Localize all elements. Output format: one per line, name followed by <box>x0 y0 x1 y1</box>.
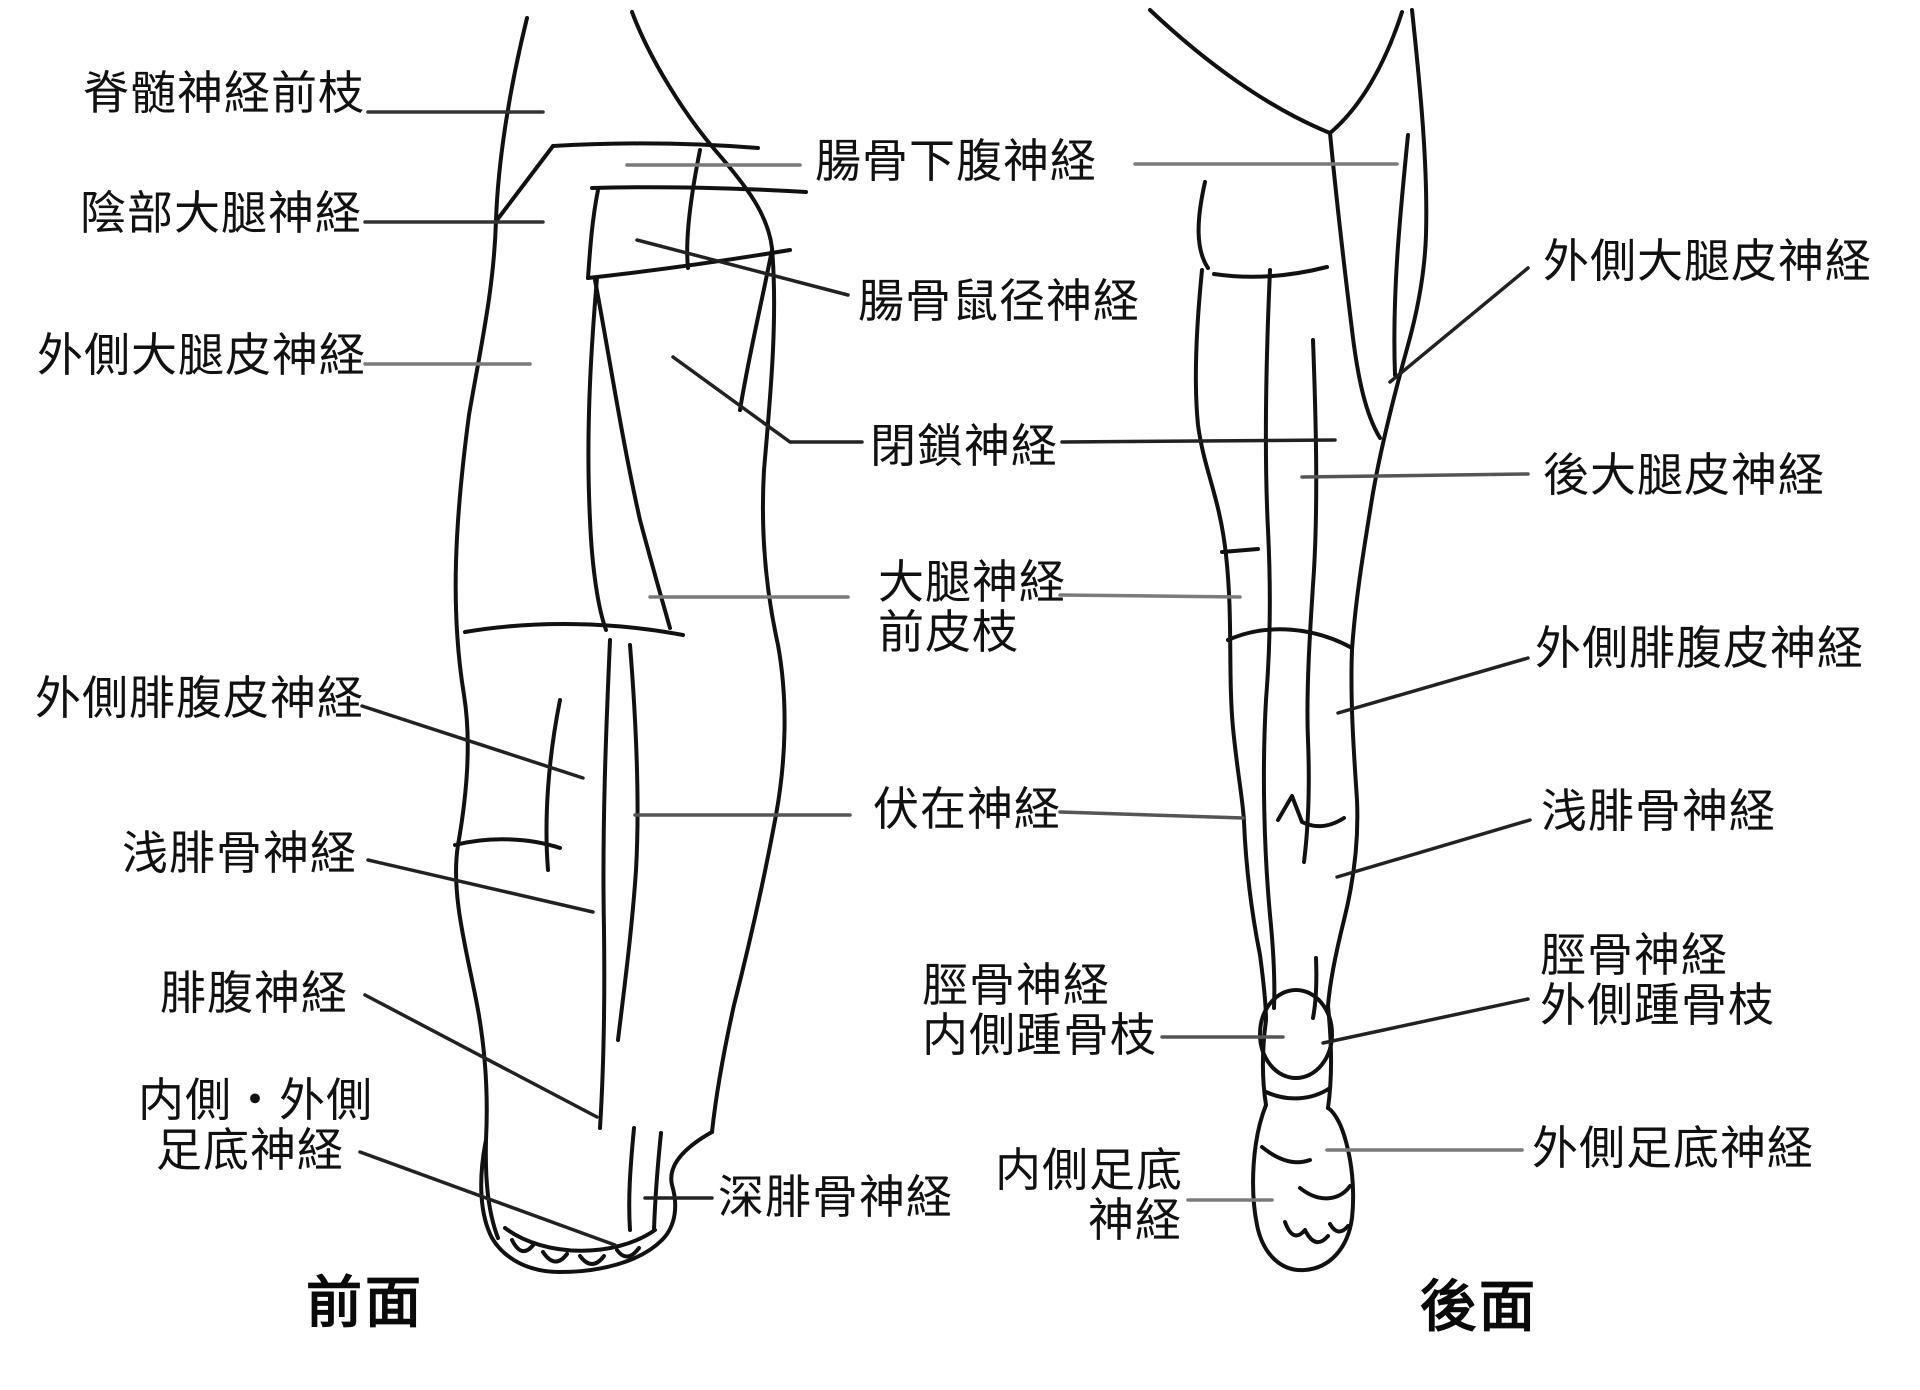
label-iliohypogastric-nerve: 腸骨下腹神経 <box>815 135 1097 187</box>
leader-post-femoral <box>1300 472 1530 479</box>
leader-saphenous-right <box>1058 810 1245 820</box>
caption-back-view: 後面 <box>1420 1275 1538 1338</box>
leader-lat-sural-front <box>360 704 585 780</box>
label-medial-plantar-nerve: 内側足底 神経 <box>995 1144 1183 1246</box>
leader-obturator-left <box>671 355 864 444</box>
label-tibial-nerve-lateral-calcaneal: 脛骨神経 外側踵骨枝 <box>1540 929 1775 1031</box>
back-figure-drawing <box>1148 8 1429 1273</box>
label-deep-peroneal-nerve: 深腓骨神経 <box>718 1171 953 1223</box>
label-lateral-sural-cutaneous-nerve-front: 外側腓腹皮神経 <box>35 672 364 724</box>
leader-sup-peroneal-front <box>366 858 595 914</box>
label-superficial-peroneal-nerve-front: 浅腓骨神経 <box>122 827 357 879</box>
label-sural-nerve: 腓腹神経 <box>160 967 348 1019</box>
front-figure-drawing <box>453 10 808 1274</box>
leader-ilioinguinal <box>635 238 850 297</box>
label-genitofemoral-nerve: 陰部大腿神経 <box>80 187 362 239</box>
label-lateral-plantar-nerve: 外側足底神経 <box>1532 1122 1814 1174</box>
label-saphenous-nerve: 伏在神経 <box>873 783 1061 835</box>
label-tibial-nerve-medial-calcaneal: 脛骨神経 内側踵骨枝 <box>922 959 1157 1061</box>
caption-front-view: 前面 <box>306 1271 424 1334</box>
label-superficial-peroneal-nerve-back: 浅腓骨神経 <box>1541 785 1776 837</box>
leader-femoral-right <box>1058 593 1242 599</box>
label-ilioinguinal-nerve: 腸骨鼠径神経 <box>858 275 1140 327</box>
leader-lat-sural-back <box>1336 656 1530 715</box>
leader-lat-femoral-back <box>1388 266 1530 384</box>
label-posterior-femoral-cutaneous-nerve: 後大腿皮神経 <box>1543 449 1825 501</box>
leader-tibial-lateral <box>1321 997 1530 1045</box>
leader-obturator-right <box>1060 438 1337 444</box>
label-medial-lateral-plantar-nerves: 内側・外側 足底神経 <box>138 1074 373 1176</box>
label-lateral-femoral-cutaneous-nerve-front: 外側大腿皮神経 <box>37 329 366 381</box>
label-lateral-femoral-cutaneous-nerve-back: 外側大腿皮神経 <box>1543 235 1872 287</box>
leader-sural <box>363 993 599 1119</box>
label-lateral-sural-cutaneous-nerve-back: 外側腓腹皮神経 <box>1535 622 1864 674</box>
leader-plantar-front <box>358 1150 617 1247</box>
label-spinal-nerve-anterior-branch: 脊髄神経前枝 <box>83 67 365 119</box>
label-obturator-nerve: 閉鎖神経 <box>870 420 1058 472</box>
leader-sup-peroneal-back <box>1335 818 1532 879</box>
label-femoral-nerve-anterior-cutaneous: 大腿神経 前皮枝 <box>878 556 1066 658</box>
